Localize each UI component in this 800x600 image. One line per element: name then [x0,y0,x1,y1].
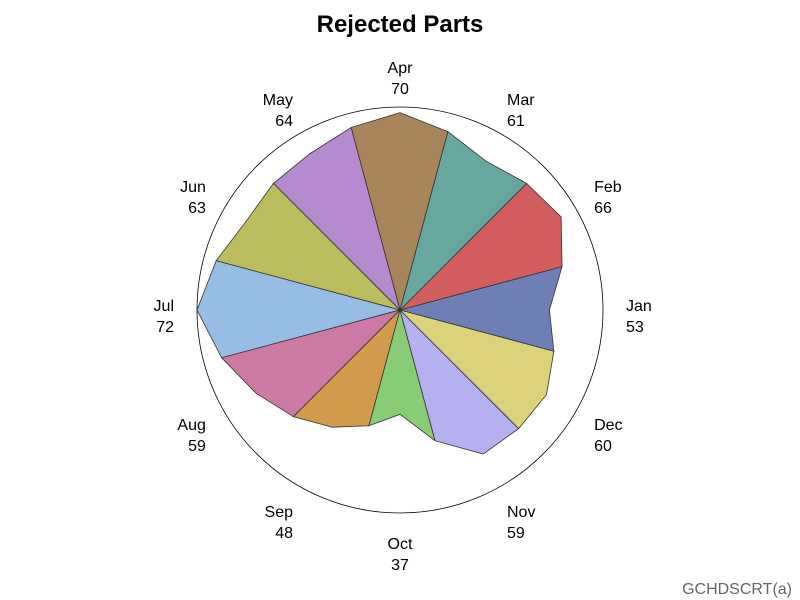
label-value-may: 64 [275,113,293,130]
label-month-aug: Aug [177,417,205,434]
label-month-dec: Dec [594,417,622,434]
label-month-sep: Sep [265,504,294,521]
label-month-jul: Jul [154,298,174,315]
slice-dec [398,309,555,430]
label-month-jan: Jan [626,298,652,315]
label-value-apr: 70 [391,81,409,98]
label-value-nov: 59 [507,525,525,542]
footnote: GCHDSCRT(a) [682,581,792,598]
label-value-jul: 72 [156,319,174,336]
label-value-feb: 66 [594,200,612,217]
label-value-jun: 63 [188,200,206,217]
label-value-mar: 61 [507,113,525,130]
label-month-oct: Oct [388,536,413,553]
label-month-may: May [263,92,293,109]
label-value-oct: 37 [391,557,409,574]
label-value-jan: 53 [626,319,644,336]
label-value-aug: 59 [188,438,206,455]
label-month-mar: Mar [507,92,535,109]
slices-group [196,112,563,455]
label-month-apr: Apr [388,60,414,77]
label-month-jun: Jun [180,179,206,196]
label-value-dec: 60 [594,438,612,455]
label-value-sep: 48 [275,525,293,542]
chart-title: Rejected Parts [317,11,484,38]
label-month-feb: Feb [594,179,622,196]
label-month-nov: Nov [507,504,535,521]
